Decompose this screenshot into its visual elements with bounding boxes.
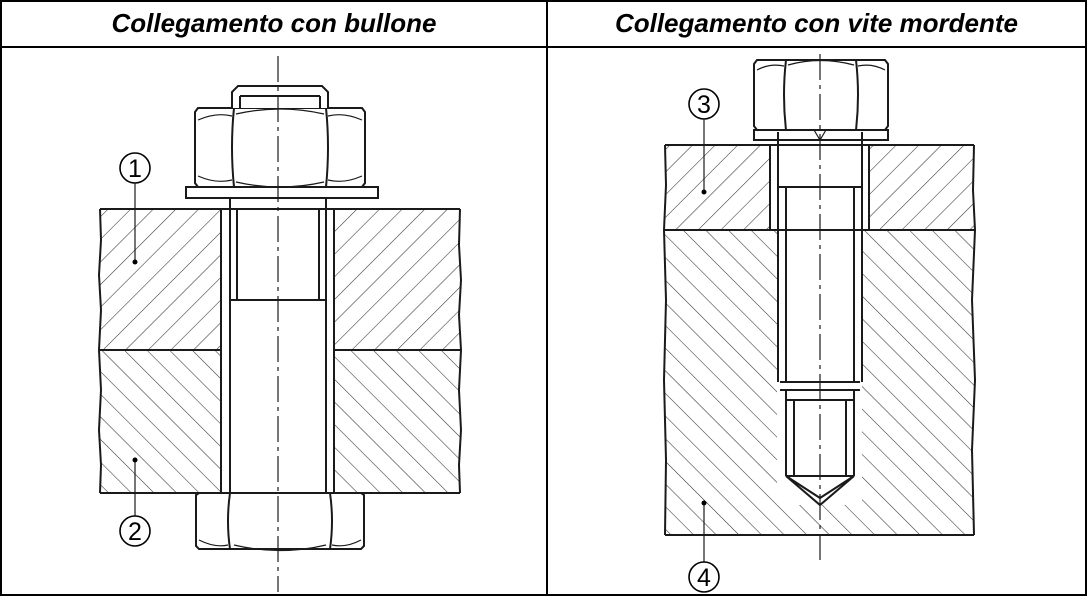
bolt-end: [231, 85, 329, 108]
tap-screw-assembly: [662, 54, 977, 560]
upper-plate-right-section: [334, 209, 460, 350]
header-tap-screw-connection: Collegamento con vite mordente: [614, 7, 1019, 38]
upper-plate-left-section: [100, 209, 221, 350]
header-bolt-connection: Collegamento con bullone: [111, 7, 437, 38]
clamped-plate-right-section: [869, 145, 974, 230]
hex-nut: [194, 107, 366, 188]
callout-3: 3: [688, 88, 720, 195]
svg-text:3: 3: [697, 91, 711, 119]
lower-plate-right-section: [334, 350, 460, 493]
svg-text:4: 4: [697, 564, 711, 592]
washer: [185, 186, 379, 199]
callout-1: 1: [119, 152, 151, 265]
svg-text:1: 1: [128, 155, 142, 183]
clamped-plate-left-section: [665, 145, 770, 230]
bolt-assembly: [97, 56, 463, 592]
lower-plate-left-section: [100, 350, 221, 493]
screw-head: [753, 59, 889, 142]
bolt-head: [195, 492, 365, 552]
bolt-shank: [229, 197, 327, 493]
threaded-part-section: [664, 230, 975, 535]
callout-2: 2: [119, 457, 151, 547]
callout-4: 4: [688, 500, 720, 593]
svg-text:2: 2: [128, 518, 142, 546]
